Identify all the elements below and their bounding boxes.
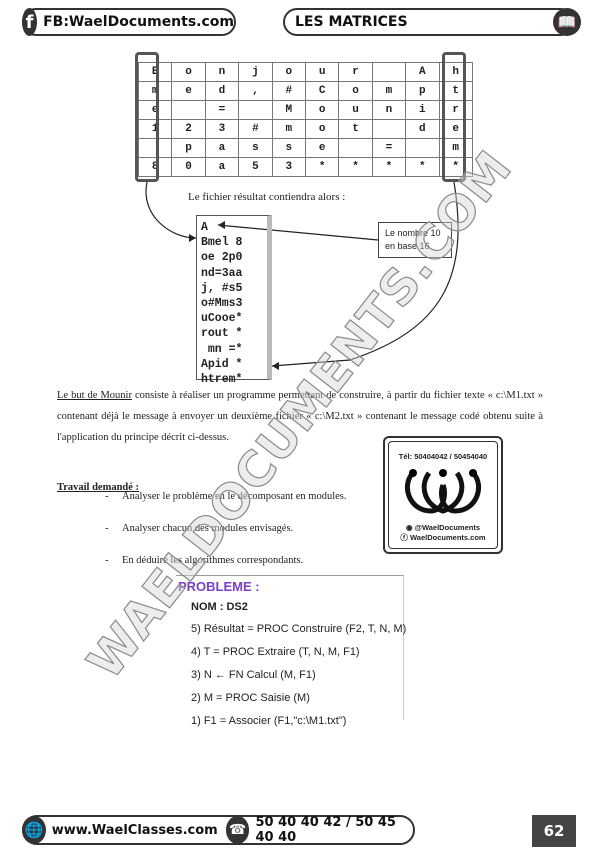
callout-box: Le nombre 10 en base 16 [378,222,452,258]
chapter-banner: LES MATRICES [283,8,575,36]
globe-icon: 🌐 [22,816,46,844]
paragraph-lead: Le but de Mounir [57,390,132,401]
task-text: Analyser chacun des modules envisagés. [122,523,294,534]
footer-website: www.WaelClasses.com [51,822,218,838]
arrows [145,181,459,370]
task-item: -Analyser le problème en le décomposant … [105,491,347,502]
page-number: 62 [532,815,576,847]
result-line: Apid * [201,357,243,371]
goal-paragraph: Le but de Mounir consiste à réaliser un … [57,385,543,448]
task-item: -Analyser chacun des modules envisagés. [105,523,294,534]
result-line: htrem* [201,373,243,387]
probleme-box: PROBLEME : NOM : DS2 5) Résultat = PROC … [176,575,407,727]
arrow-callout [217,224,379,241]
contact-logo: Tél: 50404042 / 50454040 ◉ @WaelDocument… [383,436,503,554]
arrow-last-column [271,181,459,367]
logo-phone: Tél: 50404042 / 50454040 [398,452,488,461]
result-line: o#Mms3 [201,297,243,311]
arrowhead [218,221,225,229]
footer-phone: 50 40 40 42 / 50 45 40 40 [255,815,396,845]
travail-title: Travail demandé : [57,482,140,493]
result-line: mn =* [201,342,243,356]
phone-icon: ☎ [225,816,250,844]
facebook-label: FB:WaelDocuments.com [43,14,234,30]
algo-line: 1) F1 = Associer (F1,"c:\M1.txt") [191,715,347,727]
task-item: -En déduire les algorithmes correspondan… [105,555,304,566]
algo-line: 2) M = PROC Saisie (M) [191,692,310,704]
result-line: uCooe* [201,312,243,326]
instagram-handle: @WaelDocuments [414,523,481,532]
result-line: j, #s5 [201,281,243,295]
result-line: Bmel 8 [201,236,243,250]
probleme-nom: NOM : DS2 [191,601,248,613]
matrix-cell: * [304,157,340,177]
website-label: WaelDocuments.com [410,533,486,542]
result-line: oe 2p0 [201,251,243,265]
chapter-title: LES MATRICES [295,14,408,30]
probleme-title: PROBLEME : [178,579,260,594]
stethoscope-logo-icon [404,469,482,514]
algo-line: 5) Résultat = PROC Construire (F2, T, N,… [191,623,407,635]
first-column-highlight [135,52,159,182]
arrow-first-column [145,181,197,239]
algo-line: 4) T = PROC Extraire (T, N, M, F1) [191,646,360,658]
algo-line: 3) N ← FN Calcul (M, F1) [191,669,316,681]
book-icon: 📖 [553,8,581,36]
logo-website: ⓕ WaelDocuments.com [400,533,486,542]
logo-instagram: ◉ @WaelDocuments [405,523,481,532]
arrowhead [272,362,279,370]
last-column-highlight [442,52,466,182]
callout-line: en base 16 [385,241,430,251]
result-line: nd=3aa [201,266,243,280]
matrix-cell: 8 [137,157,173,177]
callout-line: Le nombre 10 [385,228,441,238]
result-caption: Le fichier résultat contiendra alors : [188,191,346,203]
facebook-banner: f FB:WaelDocuments.com [22,8,236,36]
result-line: rout * [201,327,243,341]
paragraph-text: consiste à réaliser un programme permett… [57,390,543,443]
result-line: A [201,221,208,234]
footer-banner: 🌐 www.WaelClasses.com ☎ 50 40 40 42 / 50… [22,815,415,845]
arrowhead [189,234,196,242]
task-text: En déduire les algorithmes correspondant… [122,555,304,566]
task-text: Analyser le problème en le décomposant e… [122,491,347,502]
facebook-icon: f [22,8,38,36]
